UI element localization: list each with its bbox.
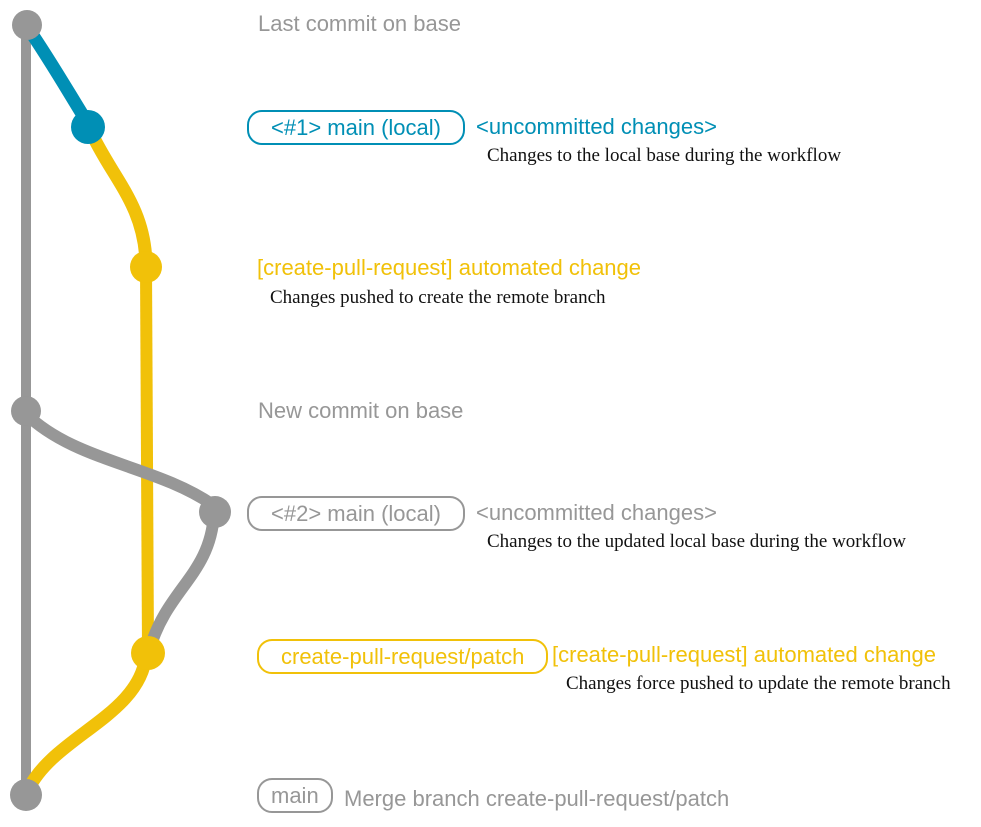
commit-message-merge: Merge branch create-pull-request/patch — [344, 786, 730, 811]
commit-dot-merge — [10, 779, 42, 811]
rebase-curve — [144, 508, 220, 654]
merge-curve — [21, 648, 153, 797]
commit-message-last-base: Last commit on base — [258, 11, 461, 36]
local-main-branch-curve — [21, 21, 94, 129]
patch-branch-off-curve — [83, 123, 153, 269]
commit-dot-automated-change-2 — [131, 636, 165, 670]
note-updated-local-base: Changes to the updated local base during… — [487, 531, 906, 552]
note-local-base: Changes to the local base during the wor… — [487, 145, 842, 166]
heading-automated-change-1: [create-pull-request] automated change — [257, 255, 642, 280]
heading-uncommitted-changes-1: <uncommitted changes> — [476, 114, 717, 139]
branch-badge-main-local-2: <#2> main (local) — [247, 496, 465, 531]
commit-dot-new-base — [11, 396, 41, 426]
note-pushed-create: Changes pushed to create the remote bran… — [270, 287, 606, 308]
commit-dot-automated-change-1 — [130, 251, 162, 283]
heading-automated-change-2: [create-pull-request] automated change — [552, 642, 937, 667]
branch-badge-main-local-1: <#1> main (local) — [247, 110, 465, 145]
note-force-pushed: Changes force pushed to update the remot… — [566, 673, 951, 694]
patch-branch-line — [140, 266, 154, 653]
updated-local-main-curve — [19, 407, 219, 511]
commit-dot-last-base — [12, 10, 42, 40]
commit-message-new-base: New commit on base — [258, 398, 464, 423]
branch-badge-main: main — [257, 778, 333, 813]
heading-uncommitted-changes-2: <uncommitted changes> — [476, 500, 717, 525]
commit-dot-main-local-1 — [71, 110, 105, 144]
commit-dot-main-local-2 — [199, 496, 231, 528]
commit-graph — [10, 10, 231, 811]
branch-badge-patch: create-pull-request/patch — [257, 639, 549, 674]
